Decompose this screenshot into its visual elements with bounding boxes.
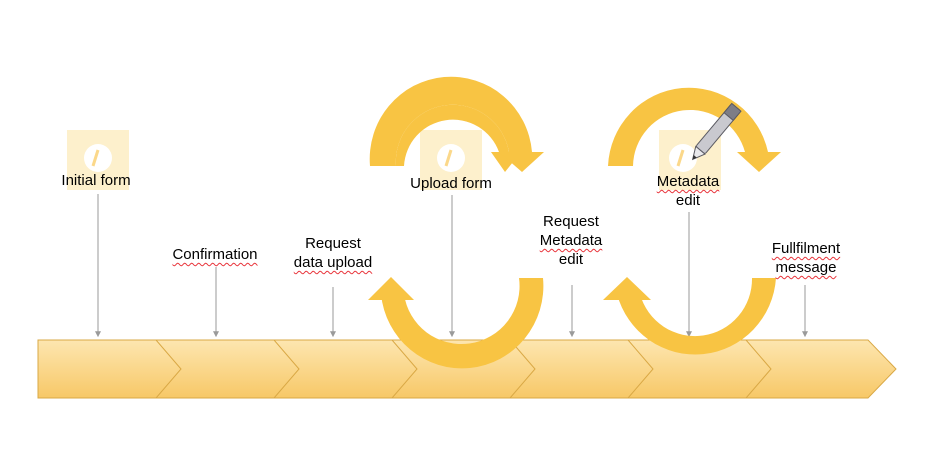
chevron-process-bar [37, 339, 897, 399]
connector-lines [95, 194, 808, 338]
cycle-arrow-icon [603, 277, 776, 355]
label-request-data-upload: Request data upload [293, 235, 373, 271]
label-request-metadata-edit: Request Metadata edit [539, 213, 603, 268]
form-document-icon [420, 130, 482, 190]
cycle-arrow-icon [368, 277, 544, 369]
pencil-icon [691, 102, 742, 161]
label-confirmation: Confirmation [172, 246, 258, 263]
label-fulfilment-message: Fullfilment message [771, 240, 841, 276]
label-metadata-edit: Metadata edit [656, 173, 720, 209]
chevron-step-7 [744, 339, 897, 399]
form-document-icon [67, 130, 129, 190]
label-upload-form: Upload form [410, 175, 492, 192]
label-initial-form: Initial form [61, 172, 131, 189]
cycle-arrow-icon [369, 76, 544, 172]
